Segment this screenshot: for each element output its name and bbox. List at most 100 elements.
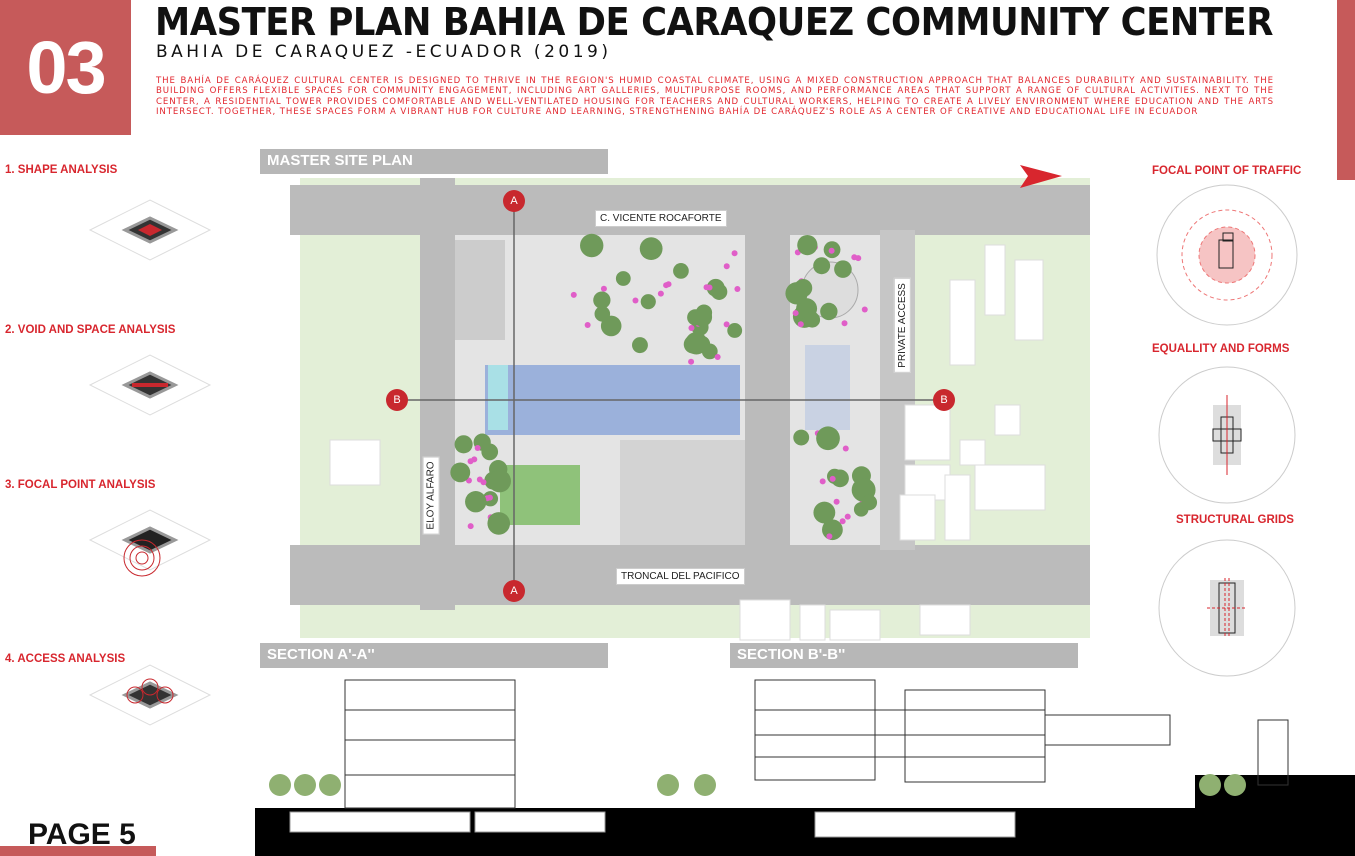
tree-icon: [695, 304, 713, 321]
section-marker-a-bottom: A: [503, 580, 525, 602]
page-accent-bar: [0, 846, 156, 856]
void-analysis-label: 2. VOID AND SPACE ANALYSIS: [5, 324, 176, 336]
tree-icon: [657, 774, 679, 796]
flower-icon: [792, 310, 799, 317]
tree-icon: [487, 512, 511, 535]
tree-icon: [593, 291, 611, 309]
tree-icon: [639, 237, 663, 261]
access-analysis-label: 4. ACCESS ANALYSIS: [5, 653, 126, 665]
tree-icon: [1199, 774, 1221, 796]
street-label-west: ELOY ALFARO: [422, 456, 440, 535]
street-label-north: C. VICENTE ROCAFORTE: [595, 210, 727, 227]
shape-analysis-label: 1. SHAPE ANALYSIS: [5, 164, 118, 176]
flower-icon: [828, 247, 835, 254]
tree-icon: [640, 294, 656, 310]
flower-icon: [842, 445, 849, 452]
tree-icon: [685, 332, 708, 355]
tree-icon: [834, 260, 852, 278]
shape-diagram-icon: [88, 199, 212, 261]
flower-icon: [734, 286, 741, 293]
flower-icon: [600, 285, 607, 292]
accent-bar: [1337, 0, 1355, 180]
focal-analysis-label: 3. FOCAL POINT ANALYSIS: [5, 479, 156, 491]
section-marker-a-top: A: [503, 190, 525, 212]
page-subtitle: BAHIA DE CARAQUEZ -ECUADOR (2019): [156, 42, 612, 62]
analysis-diagrams: [88, 199, 212, 726]
building-sections: [255, 679, 1355, 856]
tree-icon: [600, 315, 622, 337]
traffic-focal-label: FOCAL POINT OF TRAFFIC: [1152, 165, 1302, 177]
flower-icon: [688, 324, 695, 331]
flower-icon: [570, 291, 577, 298]
road-west: [420, 178, 455, 610]
flower-icon: [714, 354, 721, 361]
tree-icon: [450, 462, 471, 483]
north-arrow-icon: [1020, 165, 1062, 188]
section-marker-b-left: B: [386, 389, 408, 411]
tree-icon: [706, 278, 725, 297]
tree-icon: [294, 774, 316, 796]
page-title: MASTER PLAN BAHIA DE CARAQUEZ COMMUNITY …: [155, 0, 1273, 44]
tree-icon: [454, 435, 473, 454]
residential-tower: [805, 345, 850, 430]
tree-icon: [861, 494, 878, 511]
flower-icon: [731, 250, 738, 257]
terraced-garden: [500, 465, 580, 525]
flower-icon: [826, 533, 833, 540]
traffic-focal-diagram-icon: [1156, 184, 1298, 326]
tree-icon: [820, 302, 838, 321]
tree-icon: [319, 774, 341, 796]
structural-grids-label: STRUCTURAL GRIDS: [1176, 514, 1294, 526]
street-label-east: PRIVATE ACCESS: [893, 278, 911, 373]
section-trees: [269, 774, 1246, 796]
flower-icon: [829, 475, 836, 482]
section-b-drawing: [725, 679, 1355, 856]
flower-icon: [486, 494, 493, 501]
tree-icon: [580, 233, 604, 258]
flower-icon: [841, 320, 848, 327]
flower-icon: [861, 306, 868, 313]
tree-icon: [594, 306, 611, 322]
structural-grids-diagram-icon: [1158, 539, 1296, 677]
tree-icon: [813, 257, 831, 275]
equality-forms-diagram-icon: [1158, 366, 1296, 504]
tree-icon: [794, 278, 813, 298]
flower-icon: [723, 263, 730, 270]
right-diagrams: [1156, 184, 1298, 677]
trees: [450, 233, 878, 541]
site-plan-heading: MASTER SITE PLAN: [260, 149, 608, 174]
parking: [455, 240, 505, 340]
tree-icon: [804, 311, 821, 328]
tree-icon: [797, 234, 818, 256]
flower-icon: [688, 358, 695, 365]
flower-icon: [474, 445, 481, 452]
neighbor-buildings: [329, 244, 1046, 641]
tree-icon: [615, 271, 631, 286]
section-a-drawing: [255, 679, 725, 856]
tree-icon: [673, 263, 689, 279]
flower-icon: [833, 498, 840, 505]
equality-forms-label: EQUALLITY AND FORMS: [1152, 343, 1290, 355]
flower-icon: [584, 322, 591, 329]
tree-icon: [813, 501, 836, 524]
tree-icon: [269, 774, 291, 796]
section-marker-b-right: B: [933, 389, 955, 411]
flower-icon: [851, 254, 858, 261]
flower-icon: [839, 518, 846, 525]
street-label-south: TRONCAL DEL PACIFICO: [616, 568, 745, 585]
tree-icon: [816, 426, 840, 451]
tree-icon: [793, 429, 810, 446]
flower-icon: [632, 297, 639, 304]
section-number: 03: [0, 0, 131, 135]
pool: [488, 365, 508, 430]
plaza: [620, 440, 745, 545]
flower-icon: [471, 456, 478, 463]
tree-icon: [694, 774, 716, 796]
road-middle: [745, 230, 790, 550]
flower-icon: [467, 523, 474, 530]
tree-icon: [1224, 774, 1246, 796]
focal-diagram-icon: [88, 509, 212, 577]
access-diagram-icon: [88, 664, 212, 726]
flower-icon: [657, 290, 664, 297]
